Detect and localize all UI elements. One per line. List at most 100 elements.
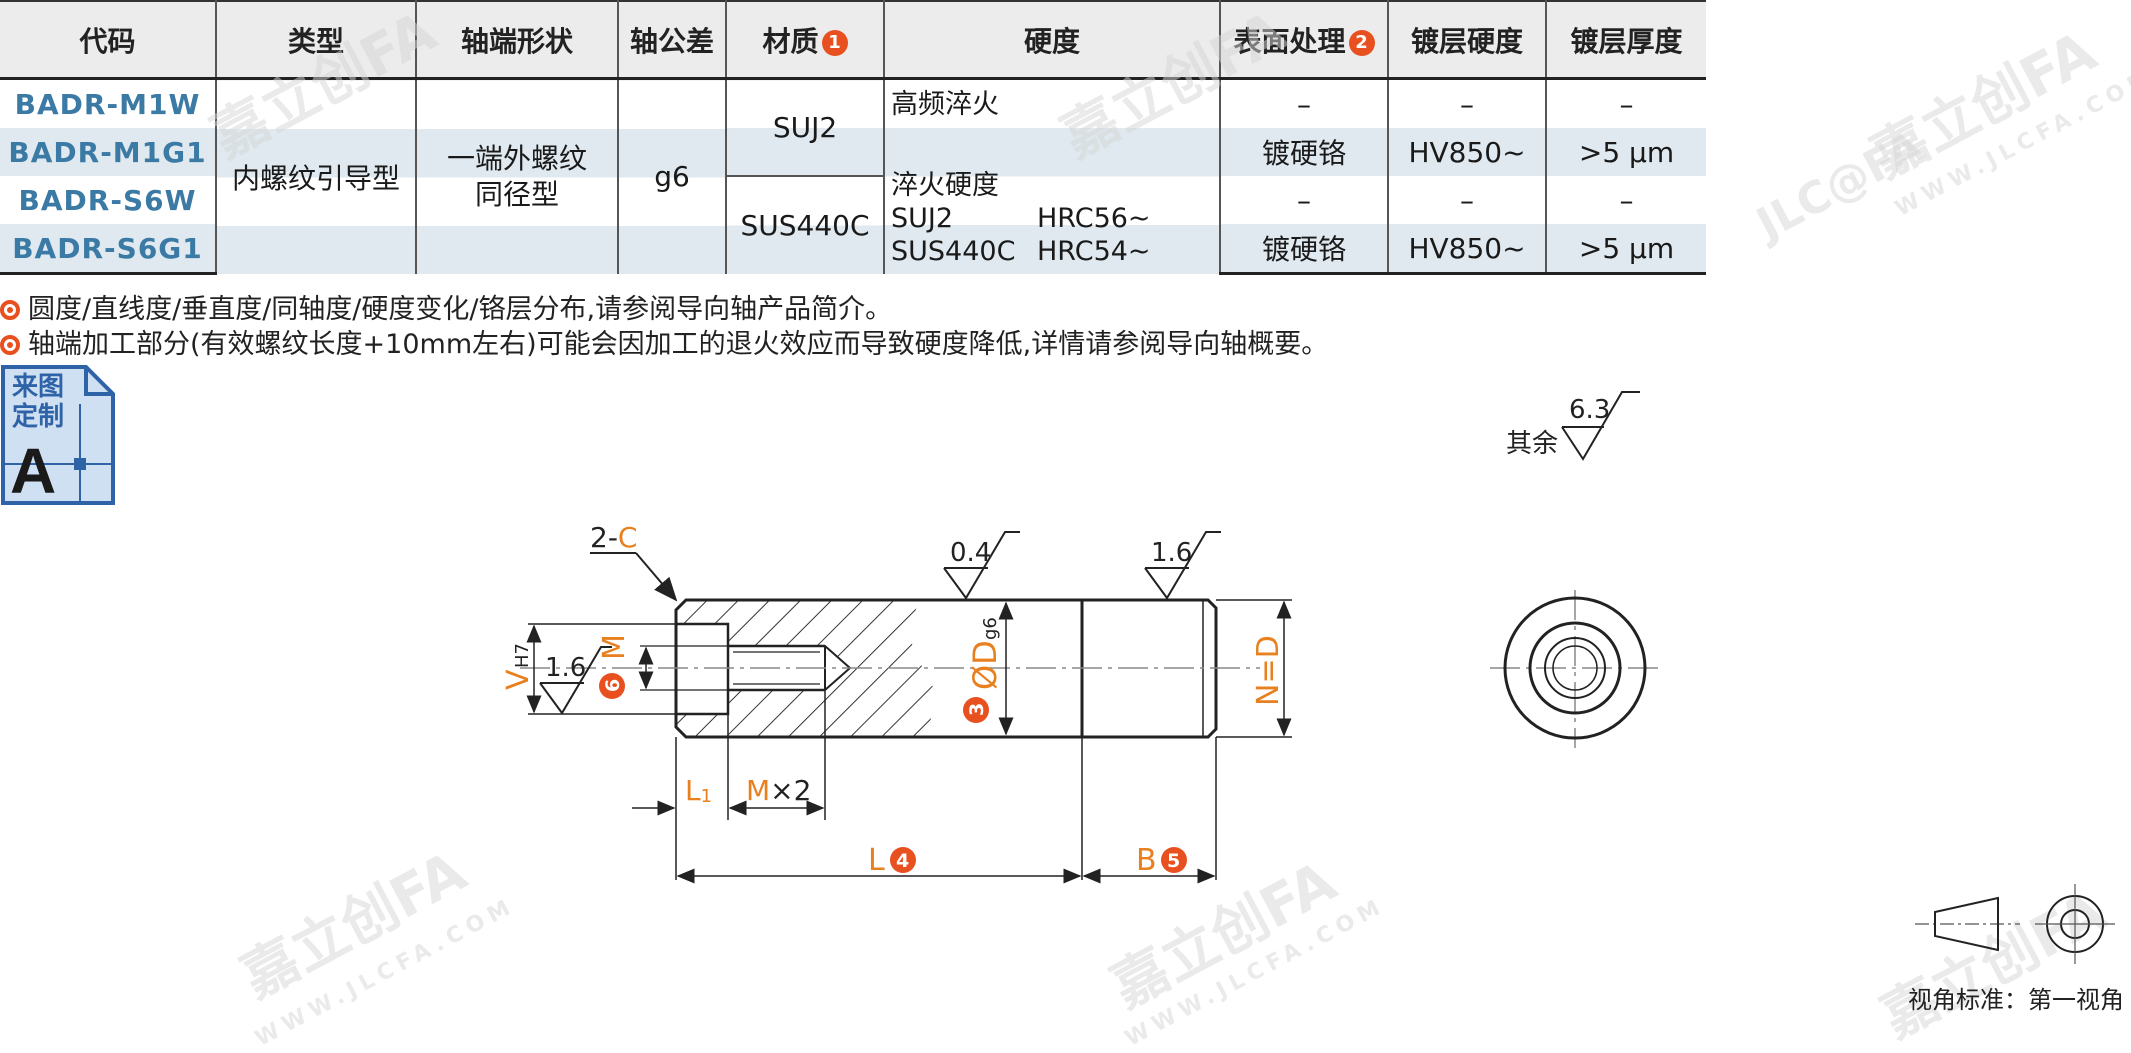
shaft-end-line1: 一端外螺纹 [446, 141, 587, 175]
badge-letter: A [10, 435, 57, 507]
rest-label: 其余 [1506, 429, 1558, 459]
projection-symbol [1915, 884, 2115, 964]
coating-hardness-cell: – [1388, 78, 1547, 128]
dim-m-badge-text: 6 [602, 679, 624, 692]
shaft-outline [674, 598, 1218, 739]
coating-thickness-cell: >5 μm [1546, 128, 1706, 176]
surface-cell: – [1220, 176, 1389, 224]
svg-text:2-C: 2-C [590, 521, 637, 554]
badge-line2: 定制 [12, 402, 65, 432]
code-cell: BADR-S6W [0, 176, 217, 224]
rest-roughness-value: 6.3 [1569, 395, 1610, 425]
hardness-value: HRC56~ [1037, 202, 1151, 234]
dim-l-label: L [868, 843, 885, 878]
note-text: 圆度/直线度/垂直度/同轴度/硬度变化/铬层分布,请参阅导向轴产品简介。 [28, 294, 893, 325]
dim-l1-letter: L [685, 774, 701, 807]
hardness-value: HRC54~ [1037, 235, 1151, 267]
dim-v-label: V [501, 669, 536, 690]
dim-d-badge-text: 3 [966, 703, 988, 716]
dim-v-sub: H7 [512, 643, 533, 668]
dim-l1-label: L1 [685, 774, 712, 807]
material-cell: SUJ2 [726, 78, 885, 176]
chamfer-callout: 2-C [590, 521, 678, 602]
material-note-badge: 1 [821, 29, 848, 56]
dim-n: N=D [1216, 599, 1292, 738]
surface-note-badge: 2 [1348, 29, 1375, 56]
header-coating-hardness: 镀层硬度 [1388, 0, 1547, 80]
coating-hardness-cell: HV850~ [1388, 224, 1547, 275]
dim-mx2-var: M [746, 774, 770, 807]
view-standard-label: 视角标准：第一视角 [1908, 986, 2124, 1014]
surface-cell: 镀硬铬 [1220, 224, 1389, 275]
document-icon [1, 365, 115, 505]
hardness-material: SUJ2 [891, 202, 954, 234]
header-surface-label: 表面处理 [1233, 24, 1346, 58]
header-shaft-end: 轴端形状 [416, 0, 619, 80]
coating-thickness-cell: – [1619, 183, 1634, 217]
dim-d-badge [963, 697, 989, 723]
material-cell: SUS440C [726, 175, 885, 274]
dim-d-sub: g6 [980, 617, 1001, 640]
dim-b-badge-text: 5 [1167, 850, 1180, 872]
tolerance-cell: g6 [618, 78, 727, 274]
hardness-row: SUJ2 HRC56~ [891, 202, 1219, 235]
dim-m: 6 M [597, 634, 728, 699]
dim-l-badge-text: 4 [896, 850, 909, 872]
shaft-end-cell: 一端外螺纹 同径型 [416, 78, 619, 274]
roughness-symbol-1-6: 1.6 [1144, 531, 1221, 600]
coating-hardness-cell: – [1388, 176, 1547, 224]
dim-d: 3 ØD g6 [963, 601, 1014, 736]
note-item: 圆度/直线度/垂直度/同轴度/硬度变化/铬层分布,请参阅导向轴产品简介。 [0, 287, 892, 326]
counterbore [676, 624, 728, 714]
table-row: BADR-S6G1 镀硬铬 HV850~ >5 μm [0, 224, 1706, 275]
code-cell: BADR-M1W [0, 78, 217, 128]
dim-b-label: B [1136, 843, 1157, 878]
bullet-icon [0, 300, 20, 320]
dim-l-b: L 4 B 5 [676, 737, 1217, 884]
dim-b-badge [1161, 847, 1187, 873]
dim-mx2-label: M×2 [746, 774, 811, 807]
code-cell: BADR-S6G1 [0, 224, 217, 275]
dim-v: V H7 [501, 623, 676, 715]
roughness-symbol-0-4: 0.4 [943, 531, 1020, 600]
table-row: BADR-S6W SUS440C – – – [0, 175, 1706, 274]
technical-drawing: 其余 6.3 0.4 1.6 2-C [501, 391, 2115, 964]
coating-thickness-cell: >5 μm [1546, 224, 1706, 275]
hardness-quench-cell: 淬火硬度 SUJ2 HRC56~ SUS440C HRC54~ [884, 128, 1221, 274]
table-row: BADR-M1G1 淬火硬度 SUJ2 HRC56~ SUS440C HRC54… [0, 128, 1706, 274]
hardness-material: SUS440C [891, 235, 1016, 267]
chamfer-prefix: 2- [590, 521, 618, 554]
table-row: BADR-M1W 内螺纹引导型 一端外螺纹 同径型 g6 SUJ2 高频淬火 –… [0, 78, 1706, 274]
header-tolerance: 轴公差 [618, 0, 727, 80]
note-text: 轴端加工部分(有效螺纹长度+10mm左右)可能会因加工的退火效应而导致硬度降低,… [28, 329, 1329, 360]
shaft-end-line2: 同径型 [474, 177, 559, 211]
dim-d-label: ØD [966, 640, 1004, 690]
chamfer-var: C [618, 521, 638, 554]
roughness-symbol-left: 1.6 [539, 646, 612, 715]
hardness-quench-label: 淬火硬度 [891, 169, 999, 201]
surface-cell: – [1220, 78, 1389, 128]
note-item: 轴端加工部分(有效螺纹长度+10mm左右)可能会因加工的退火效应而导致硬度降低,… [0, 322, 1328, 361]
header-hardness: 硬度 [884, 0, 1221, 80]
header-coating-thickness: 镀层厚度 [1546, 0, 1706, 80]
header-type: 类型 [216, 0, 417, 80]
roughness-top2-value: 1.6 [1151, 538, 1192, 568]
coating-hardness-cell: HV850~ [1388, 128, 1547, 176]
hardness-induction-cell: 高频淬火 [884, 78, 1221, 128]
header-code: 代码 [0, 0, 217, 80]
dim-n-label: N=D [1251, 635, 1286, 706]
dim-m-badge [599, 673, 625, 699]
bullet-icon [0, 335, 20, 355]
surface-cell: 镀硬铬 [1220, 128, 1389, 176]
type-cell: 内螺纹引导型 [216, 78, 417, 274]
dim-l1-sub: 1 [701, 786, 712, 807]
dim-l1-mx2: L1 M×2 [632, 690, 826, 880]
roughness-top1-value: 0.4 [950, 538, 991, 568]
dim-l-badge [890, 847, 916, 873]
dim-mx2-suffix: ×2 [770, 774, 811, 807]
roughness-left-value: 1.6 [545, 653, 586, 683]
header-material-label: 材质 [762, 24, 819, 58]
